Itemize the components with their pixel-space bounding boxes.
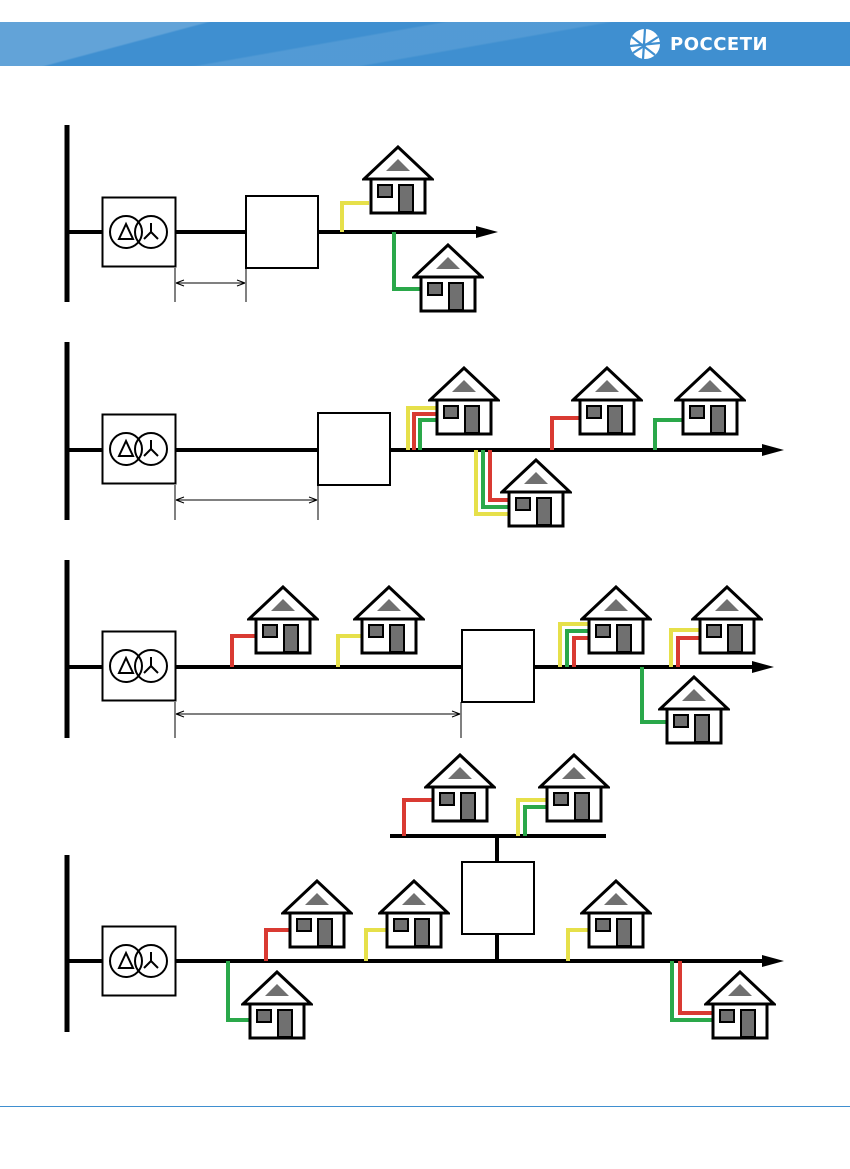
- house-icon: [424, 753, 496, 823]
- brand-name: РОССЕТИ: [670, 33, 769, 55]
- house-icon: [580, 585, 652, 655]
- house-icon: [571, 366, 643, 436]
- house-icon: [691, 585, 763, 655]
- rosseti-logo-icon: [629, 28, 661, 60]
- header-bar: РОССЕТИ: [0, 22, 850, 66]
- arrow-icon: [762, 955, 784, 967]
- house-icon: [378, 879, 450, 949]
- transformer-icon: [101, 630, 177, 702]
- house-icon: [580, 879, 652, 949]
- switch-box: [245, 195, 319, 269]
- arrow-icon: [752, 661, 774, 673]
- diagram-2: [64, 342, 784, 528]
- house-icon: [362, 145, 434, 215]
- diagram-1: [64, 125, 498, 313]
- house-icon: [658, 675, 730, 745]
- house-icon: [241, 970, 313, 1040]
- house-icon: [704, 970, 776, 1040]
- arrow-icon: [762, 444, 784, 456]
- arrow-icon: [476, 226, 498, 238]
- transformer-icon: [101, 196, 177, 268]
- footer-divider: [0, 1106, 850, 1107]
- house-icon: [353, 585, 425, 655]
- header-stripe: [0, 22, 850, 66]
- transformer-icon: [101, 925, 177, 997]
- header-stripe: [0, 22, 520, 66]
- house-icon: [428, 366, 500, 436]
- switch-box: [461, 629, 535, 703]
- house-icon: [538, 753, 610, 823]
- house-icon: [412, 243, 484, 313]
- house-icon: [281, 879, 353, 949]
- diagram-4: [64, 753, 784, 1040]
- house-icon: [247, 585, 319, 655]
- transformer-icon: [101, 413, 177, 485]
- switch-box: [461, 861, 535, 935]
- switch-box: [317, 412, 391, 486]
- brand-logo[interactable]: РОССЕТИ: [628, 26, 768, 62]
- house-icon: [674, 366, 746, 436]
- house-icon: [500, 458, 572, 528]
- diagram-3: [64, 560, 774, 745]
